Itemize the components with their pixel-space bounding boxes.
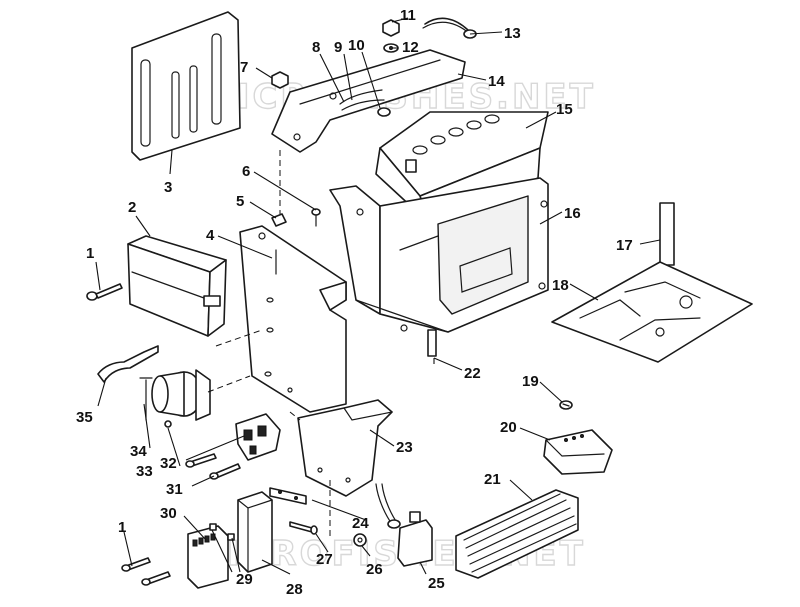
callout-1-lower: 1 [118, 519, 126, 536]
part-32-relay [235, 413, 281, 461]
callout-22: 22 [464, 365, 481, 382]
part-25-sensor [375, 483, 433, 567]
callout-29: 29 [236, 571, 253, 588]
callout-31: 31 [166, 481, 183, 498]
callout-25: 25 [428, 575, 445, 592]
callout-12: 12 [402, 39, 419, 56]
part-27-pin [289, 521, 318, 535]
callout-7: 7 [240, 59, 248, 76]
callout-5: 5 [236, 193, 244, 210]
callout-2: 2 [128, 199, 136, 216]
part-13-battery-cable [422, 17, 477, 39]
callout-3: 3 [164, 179, 172, 196]
part-7-nut [271, 71, 289, 89]
part-1-bolt-upper [86, 283, 123, 301]
part-4-bracket-plate [239, 225, 347, 413]
callout-28: 28 [286, 581, 303, 598]
part-1-bolt-lower [121, 557, 171, 586]
callout-11: 11 [400, 7, 416, 24]
part-30-connector [187, 525, 229, 589]
callout-16: 16 [564, 205, 581, 222]
part-19-screw [559, 400, 573, 410]
callout-24: 24 [352, 515, 369, 532]
callout-30: 30 [160, 505, 177, 522]
part-31-bolts [185, 453, 241, 480]
part-34-solenoid [139, 369, 211, 421]
part-33-nut [164, 420, 172, 428]
callout-14: 14 [488, 73, 505, 90]
part-29-pins [209, 523, 235, 541]
callout-27: 27 [316, 551, 333, 568]
callout-23: 23 [396, 439, 413, 456]
part-6-screw [311, 208, 321, 227]
part-24-bar [269, 487, 307, 505]
part-16-battery-tray [329, 177, 549, 357]
assembly-lines [207, 150, 331, 540]
callout-17: 17 [616, 237, 633, 254]
callout-6: 6 [242, 163, 250, 180]
callout-10: 10 [348, 37, 365, 54]
part-23-lower-bracket [297, 399, 393, 497]
parts-11-12-nut-washer [382, 19, 400, 53]
part-28-regulator [237, 491, 273, 573]
part-3-side-plate [131, 11, 241, 161]
callout-8: 8 [312, 39, 320, 56]
part-2-box [127, 235, 227, 337]
part-35-strap [97, 345, 159, 383]
part-18-mat [551, 261, 753, 363]
callout-15: 15 [556, 101, 573, 118]
callout-21: 21 [484, 471, 501, 488]
callout-labels: 1 1 2 3 4 5 6 7 8 9 10 11 12 13 14 15 16… [76, 7, 633, 598]
callout-19: 19 [522, 373, 539, 390]
leader-lines [95, 17, 661, 575]
part-5-clip [271, 213, 287, 227]
part-26-round-nut [353, 533, 367, 547]
part-21-heat-sink [455, 489, 579, 579]
callout-35: 35 [76, 409, 93, 426]
callout-34: 34 [130, 443, 147, 460]
callout-33: 33 [136, 463, 153, 480]
part-17-strip [659, 202, 675, 266]
callout-1-upper: 1 [86, 245, 94, 262]
callout-9: 9 [334, 39, 342, 56]
part-20-module [543, 429, 613, 475]
callout-20: 20 [500, 419, 517, 436]
callout-4: 4 [206, 227, 215, 244]
parts-8-9-10-cables [339, 89, 391, 117]
callout-13: 13 [504, 25, 521, 42]
callout-18: 18 [552, 277, 569, 294]
callout-32: 32 [160, 455, 177, 472]
callout-26: 26 [366, 561, 383, 578]
